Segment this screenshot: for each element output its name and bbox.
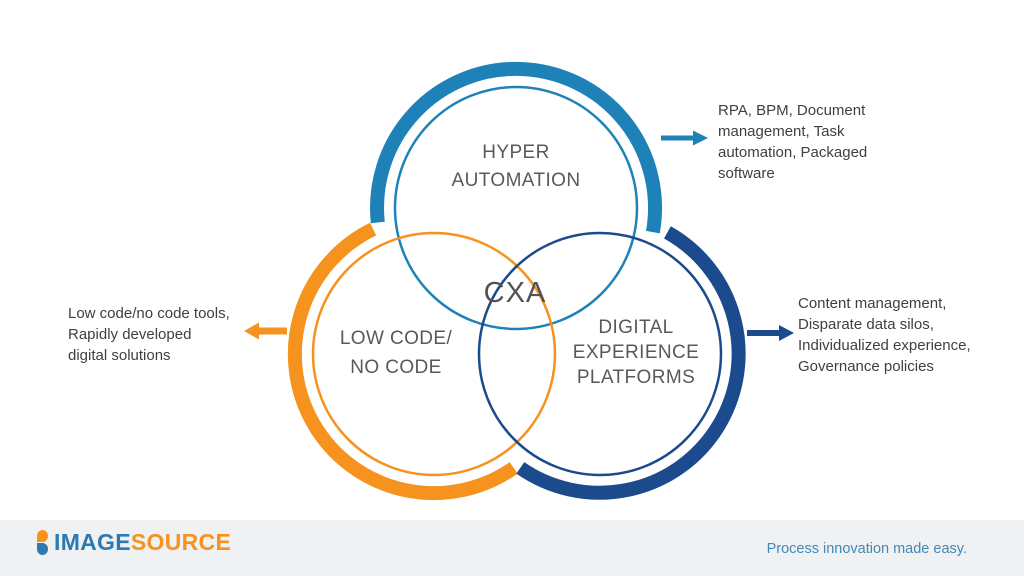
logo-word-image: IMAGE: [54, 529, 131, 555]
hyper-automation-annotation: RPA, BPM, Document management, Task auto…: [718, 102, 868, 182]
low-code-ring: [287, 222, 518, 501]
teal-arrow-icon: [661, 130, 708, 146]
imagesource-logo: IMAGESOURCE: [36, 529, 231, 556]
orange-arrow-head: [244, 322, 259, 340]
center-overlap-label: CXA: [483, 277, 547, 309]
low-code-label: LOW CODE/ NO CODE: [339, 328, 453, 378]
navy-arrow-icon: [747, 325, 794, 341]
hyper-automation-circle: [393, 85, 639, 331]
logo-word-source: SOURCE: [130, 529, 232, 555]
navy-arrow-head: [779, 325, 794, 341]
footer-tagline: Process innovation made easy.: [766, 541, 967, 557]
low-code-annotation: Low code/no code tools, Rapidly develope…: [68, 305, 230, 364]
footer-bar: IMAGESOURCE Process innovation made easy…: [0, 520, 1024, 576]
hyper-automation-label: HYPER AUTOMATION: [451, 142, 581, 191]
digital-experience-label: DIGITAL EXPERIENCE PLATFORMS: [572, 317, 700, 388]
orange-arrow-icon: [244, 322, 287, 340]
digital-experience-ring: [516, 226, 746, 500]
imagesource-logo-icon: [36, 529, 49, 556]
logo-wordmark: IMAGESOURCE: [54, 529, 231, 556]
logo-icon-orange-piece: [37, 529, 48, 542]
digital-experience-annotation: Content management, Disparate data silos…: [798, 295, 971, 375]
low-code-circle: [311, 231, 557, 477]
digital-experience-circle: [477, 231, 723, 477]
hyper-automation-ring: [370, 61, 662, 234]
teal-arrow-head: [693, 130, 708, 146]
logo-icon-blue-piece: [37, 542, 48, 555]
